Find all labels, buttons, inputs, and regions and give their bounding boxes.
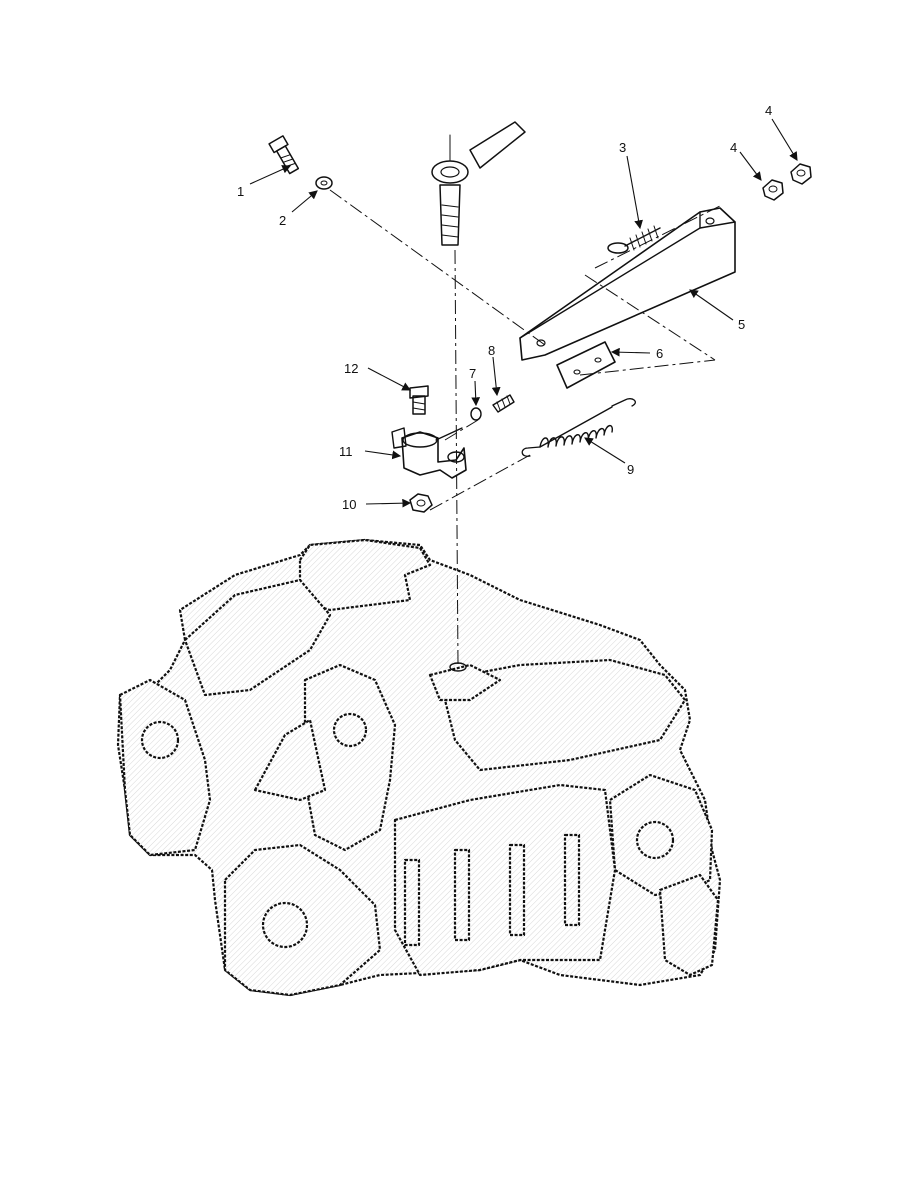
part-6-plate (556, 341, 616, 389)
part-12-bolt (409, 385, 429, 415)
callout-4a: 4 (730, 140, 737, 155)
callout-10: 10 (342, 497, 356, 512)
callout-1: 1 (237, 184, 244, 199)
callout-4b: 4 (765, 103, 772, 118)
intake-manifold (298, 538, 432, 612)
rear-port (635, 820, 675, 860)
callout-3: 3 (619, 140, 626, 155)
throttle-rod-end (431, 121, 526, 246)
part-2-washer (315, 176, 333, 190)
right-valve-cover (438, 658, 687, 772)
part-9-spring (521, 398, 636, 457)
engine-block (116, 538, 722, 997)
part-4-nut-b (790, 163, 812, 185)
part-7-washer (470, 407, 482, 421)
leader-lines (249, 118, 798, 508)
block-side-panel (393, 783, 617, 977)
left-head (118, 678, 212, 857)
part-8-screw (492, 394, 515, 413)
part-10-nut (409, 493, 433, 513)
cylinder-rib-1 (403, 858, 421, 947)
callout-labels: 1 2 3 4 4 5 6 7 8 9 10 11 12 (237, 103, 772, 512)
callout-6: 6 (656, 346, 663, 361)
cylinder-rib-3 (508, 843, 526, 937)
callout-5: 5 (738, 317, 745, 332)
water-pump-pulley (332, 712, 368, 748)
cylinder-rib-2 (453, 848, 471, 942)
callout-7: 7 (469, 366, 476, 381)
callout-9: 9 (627, 462, 634, 477)
part-2-washer-hole (320, 180, 328, 186)
callout-2: 2 (279, 213, 286, 228)
part-11-lever (391, 427, 467, 479)
left-valve-cover (183, 578, 332, 697)
callout-12: 12 (344, 361, 358, 376)
alignment-lines (329, 189, 723, 666)
part-5-bracket (519, 207, 736, 361)
timing-cover (303, 663, 397, 852)
part-4-nut-a (762, 179, 784, 201)
rear-flange (658, 873, 720, 977)
callout-8: 8 (488, 343, 495, 358)
crank-pulley (261, 901, 309, 949)
cylinder-rib-4 (563, 833, 581, 927)
part-3-screw (607, 225, 661, 254)
part-1-bolt (268, 135, 300, 175)
left-port (140, 720, 180, 760)
governor-mount-pad (428, 663, 502, 702)
front-bracket (253, 718, 327, 802)
callout-11: 11 (339, 444, 353, 459)
